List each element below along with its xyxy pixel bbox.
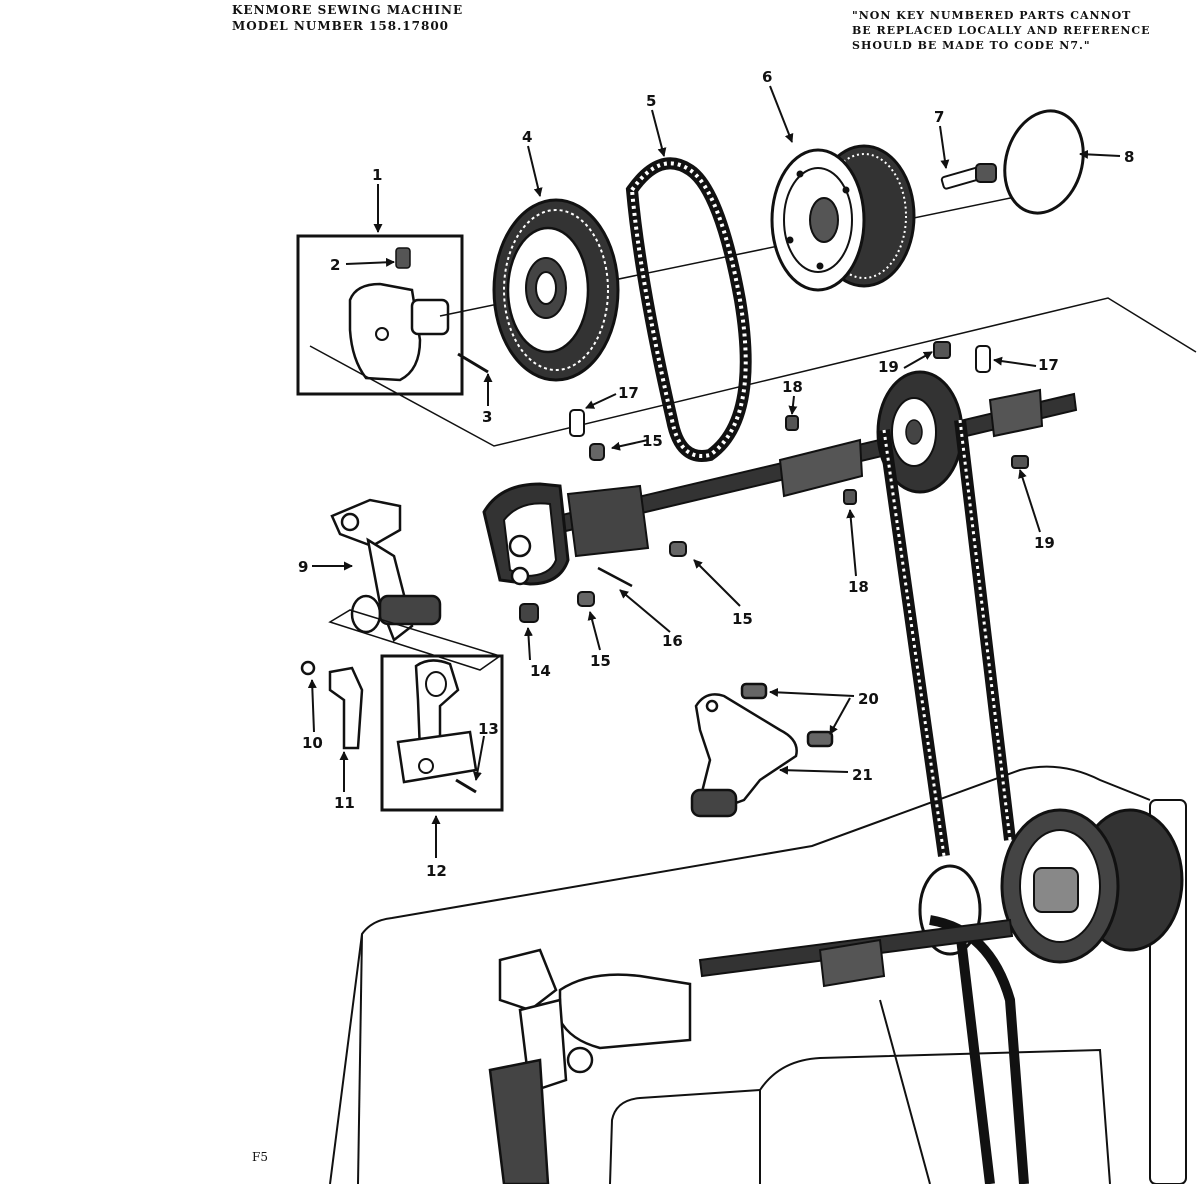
callout-7: 7 [934, 108, 944, 126]
part-6-gear-pulley [770, 144, 916, 292]
part-17-spring [569, 409, 585, 437]
callout-13: 13 [478, 720, 499, 738]
part-19-screw [933, 341, 951, 359]
callout-18-a: 18 [782, 378, 803, 396]
callout-3: 3 [482, 408, 492, 426]
callout-15-c: 15 [642, 432, 663, 450]
part-20-screw [740, 682, 768, 700]
callout-18-b: 18 [848, 578, 869, 596]
callout-20: 20 [858, 690, 879, 708]
callout-6: 6 [762, 68, 772, 86]
callout-15-b: 15 [732, 610, 753, 628]
part-4-pulley [492, 198, 620, 382]
page-reference: F5 [252, 1150, 268, 1164]
callout-16: 16 [662, 632, 683, 650]
callout-5: 5 [646, 92, 656, 110]
part-18-screw [785, 415, 799, 431]
part-15-screw [577, 591, 595, 607]
callout-labels: 1 2 3 4 5 6 7 8 9 10 11 12 13 14 15 15 1… [298, 68, 1134, 880]
callout-11: 11 [334, 794, 355, 812]
note-line-3: SHOULD BE MADE TO CODE N7." [852, 39, 1091, 52]
note-line-2: BE REPLACED LOCALLY AND REFERENCE [852, 24, 1151, 37]
callout-9: 9 [298, 558, 308, 576]
part-5-belt [625, 157, 752, 462]
part-2-screw [395, 247, 411, 269]
part-1-box [296, 234, 489, 396]
part-10-screw [300, 660, 316, 676]
callout-1: 1 [372, 166, 382, 184]
callout-12: 12 [426, 862, 447, 880]
note-line-1: "NON KEY NUMBERED PARTS CANNOT [852, 9, 1132, 22]
part-21-bracket [690, 682, 834, 818]
cam-block [482, 482, 650, 586]
part-14-nut [519, 603, 539, 623]
part-19-screw-b [1011, 455, 1029, 469]
callout-10: 10 [302, 734, 323, 752]
callout-17-b: 17 [1038, 356, 1059, 374]
callout-21: 21 [852, 766, 873, 784]
part-12-box [380, 654, 504, 812]
part-8-ring [1003, 109, 1085, 215]
callout-15-a: 15 [590, 652, 611, 670]
callout-2: 2 [330, 256, 340, 274]
callout-14: 14 [530, 662, 551, 680]
lower-needle-mechanism [488, 948, 692, 1184]
lower-belt-assembly [876, 370, 1016, 857]
lower-gear-assembly [698, 808, 1184, 1184]
part-20-screw-b [806, 730, 834, 748]
machine-body [329, 765, 1187, 1184]
part-17-spring-b [975, 345, 991, 373]
callout-8: 8 [1124, 148, 1134, 166]
callout-4: 4 [522, 128, 532, 146]
model-line-2: MODEL NUMBER 158.17800 [232, 19, 450, 33]
part-7-screw [940, 163, 997, 190]
part-16-pin [597, 566, 633, 588]
callout-19-a: 19 [878, 358, 899, 376]
callout-arrows [307, 85, 1121, 858]
part-9-lever [330, 498, 442, 643]
callout-17-a: 17 [618, 384, 639, 402]
part-15-screw-b [669, 541, 687, 557]
callout-19-b: 19 [1034, 534, 1055, 552]
model-line-1: KENMORE SEWING MACHINE [232, 3, 464, 17]
parts-note: "NON KEY NUMBERED PARTS CANNOT BE REPLAC… [852, 8, 1151, 53]
part-13-screw [455, 778, 477, 794]
part-3-pin [457, 352, 489, 374]
part-18-screw-b [843, 489, 857, 505]
part-15-screw-c [589, 443, 605, 461]
part-11-bracket [300, 660, 364, 750]
model-header: KENMORE SEWING MACHINE MODEL NUMBER 158.… [232, 2, 463, 34]
